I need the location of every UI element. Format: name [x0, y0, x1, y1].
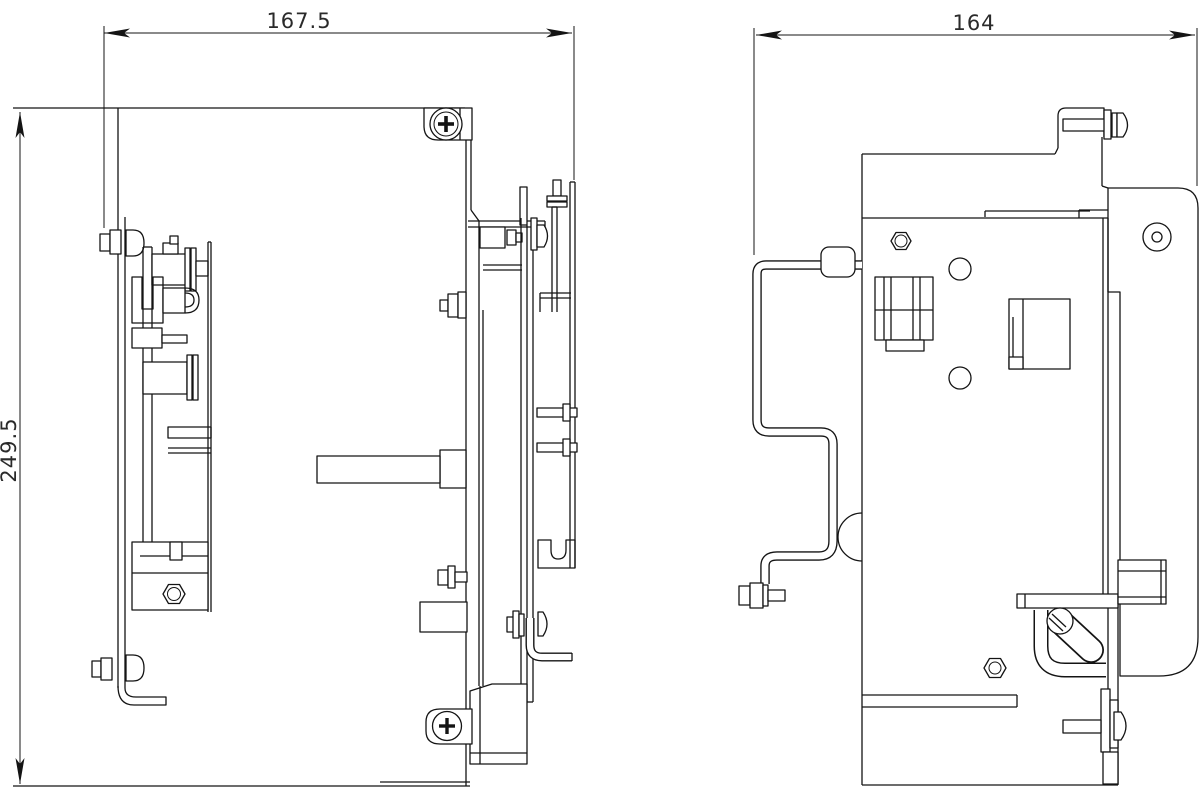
side-notch: [837, 512, 863, 562]
trip-mechanism-cluster: [91, 229, 212, 682]
arrowhead-down-icon: [15, 758, 25, 784]
rear-plate: [1107, 187, 1199, 677]
dim-label-167-5: 167.5: [266, 9, 331, 33]
hex-nut-icon: [983, 657, 1007, 679]
contact-pins: [536, 403, 578, 457]
mounting-hole: [1142, 222, 1172, 252]
bolt-head-icon: [1116, 112, 1129, 138]
arrowhead-left-icon: [756, 30, 782, 40]
din-clip-bracket: [1117, 559, 1167, 605]
bottom-right-bolt: [1062, 688, 1127, 785]
handle-shaft: [316, 449, 467, 489]
hex-bolt: [99, 233, 111, 252]
bottom-foot-plate: [469, 683, 528, 765]
top-stud-bolt: [552, 179, 562, 197]
ribbed-connector-icon: [536, 224, 549, 248]
solenoid-upper: [151, 253, 187, 286]
tie-strips: [483, 264, 571, 312]
solenoid-lower: [142, 361, 188, 395]
round-hole: [948, 257, 972, 281]
arrowhead-up-icon: [15, 112, 25, 138]
wire-loop: [738, 246, 862, 609]
main-plate: [465, 108, 484, 786]
hex-bolt: [91, 660, 102, 678]
bottom-phillips-screw: [425, 708, 473, 745]
right-side-view: [738, 107, 1199, 786]
round-hole: [948, 366, 972, 390]
relay-component: [1008, 298, 1071, 370]
arrowhead-right-icon: [546, 28, 572, 38]
clevis-bracket: [131, 276, 164, 324]
lower-latch-assembly: [862, 593, 1119, 708]
hook-bracket: [537, 539, 576, 569]
upper-crossbar-assembly: [468, 179, 568, 251]
arrowhead-left-icon: [104, 28, 130, 38]
main-body: [837, 154, 1119, 786]
coil-component: [874, 276, 934, 352]
arrowhead-right-icon: [1169, 30, 1195, 40]
ribbed-connector-icon: [537, 611, 548, 637]
hex-nut-icon: [890, 231, 912, 251]
body-components: [874, 231, 1071, 390]
dimension-height-left-view: 249.5: [0, 112, 25, 784]
damper-cylinder: [1046, 607, 1104, 663]
bolt-head-icon: [1113, 711, 1127, 741]
left-mounting-plate: [117, 108, 167, 706]
pin-bolt-upper: [439, 291, 467, 319]
dim-label-164: 164: [952, 11, 995, 35]
top-phillips-screw: [423, 107, 473, 141]
top-bracket: [862, 107, 1129, 189]
lower-washer-stack: [506, 610, 573, 662]
dimension-width-right-view: 164: [753, 11, 1198, 255]
dimension-width-left-view: 167.5: [103, 9, 575, 228]
hex-nut-icon: [162, 583, 186, 605]
left-side-view: [13, 107, 578, 787]
terminal-bolt: [738, 582, 786, 609]
dim-label-249-5: 249.5: [0, 417, 21, 482]
lower-pin-bolt: [419, 565, 468, 633]
tube-clamp: [820, 246, 856, 278]
